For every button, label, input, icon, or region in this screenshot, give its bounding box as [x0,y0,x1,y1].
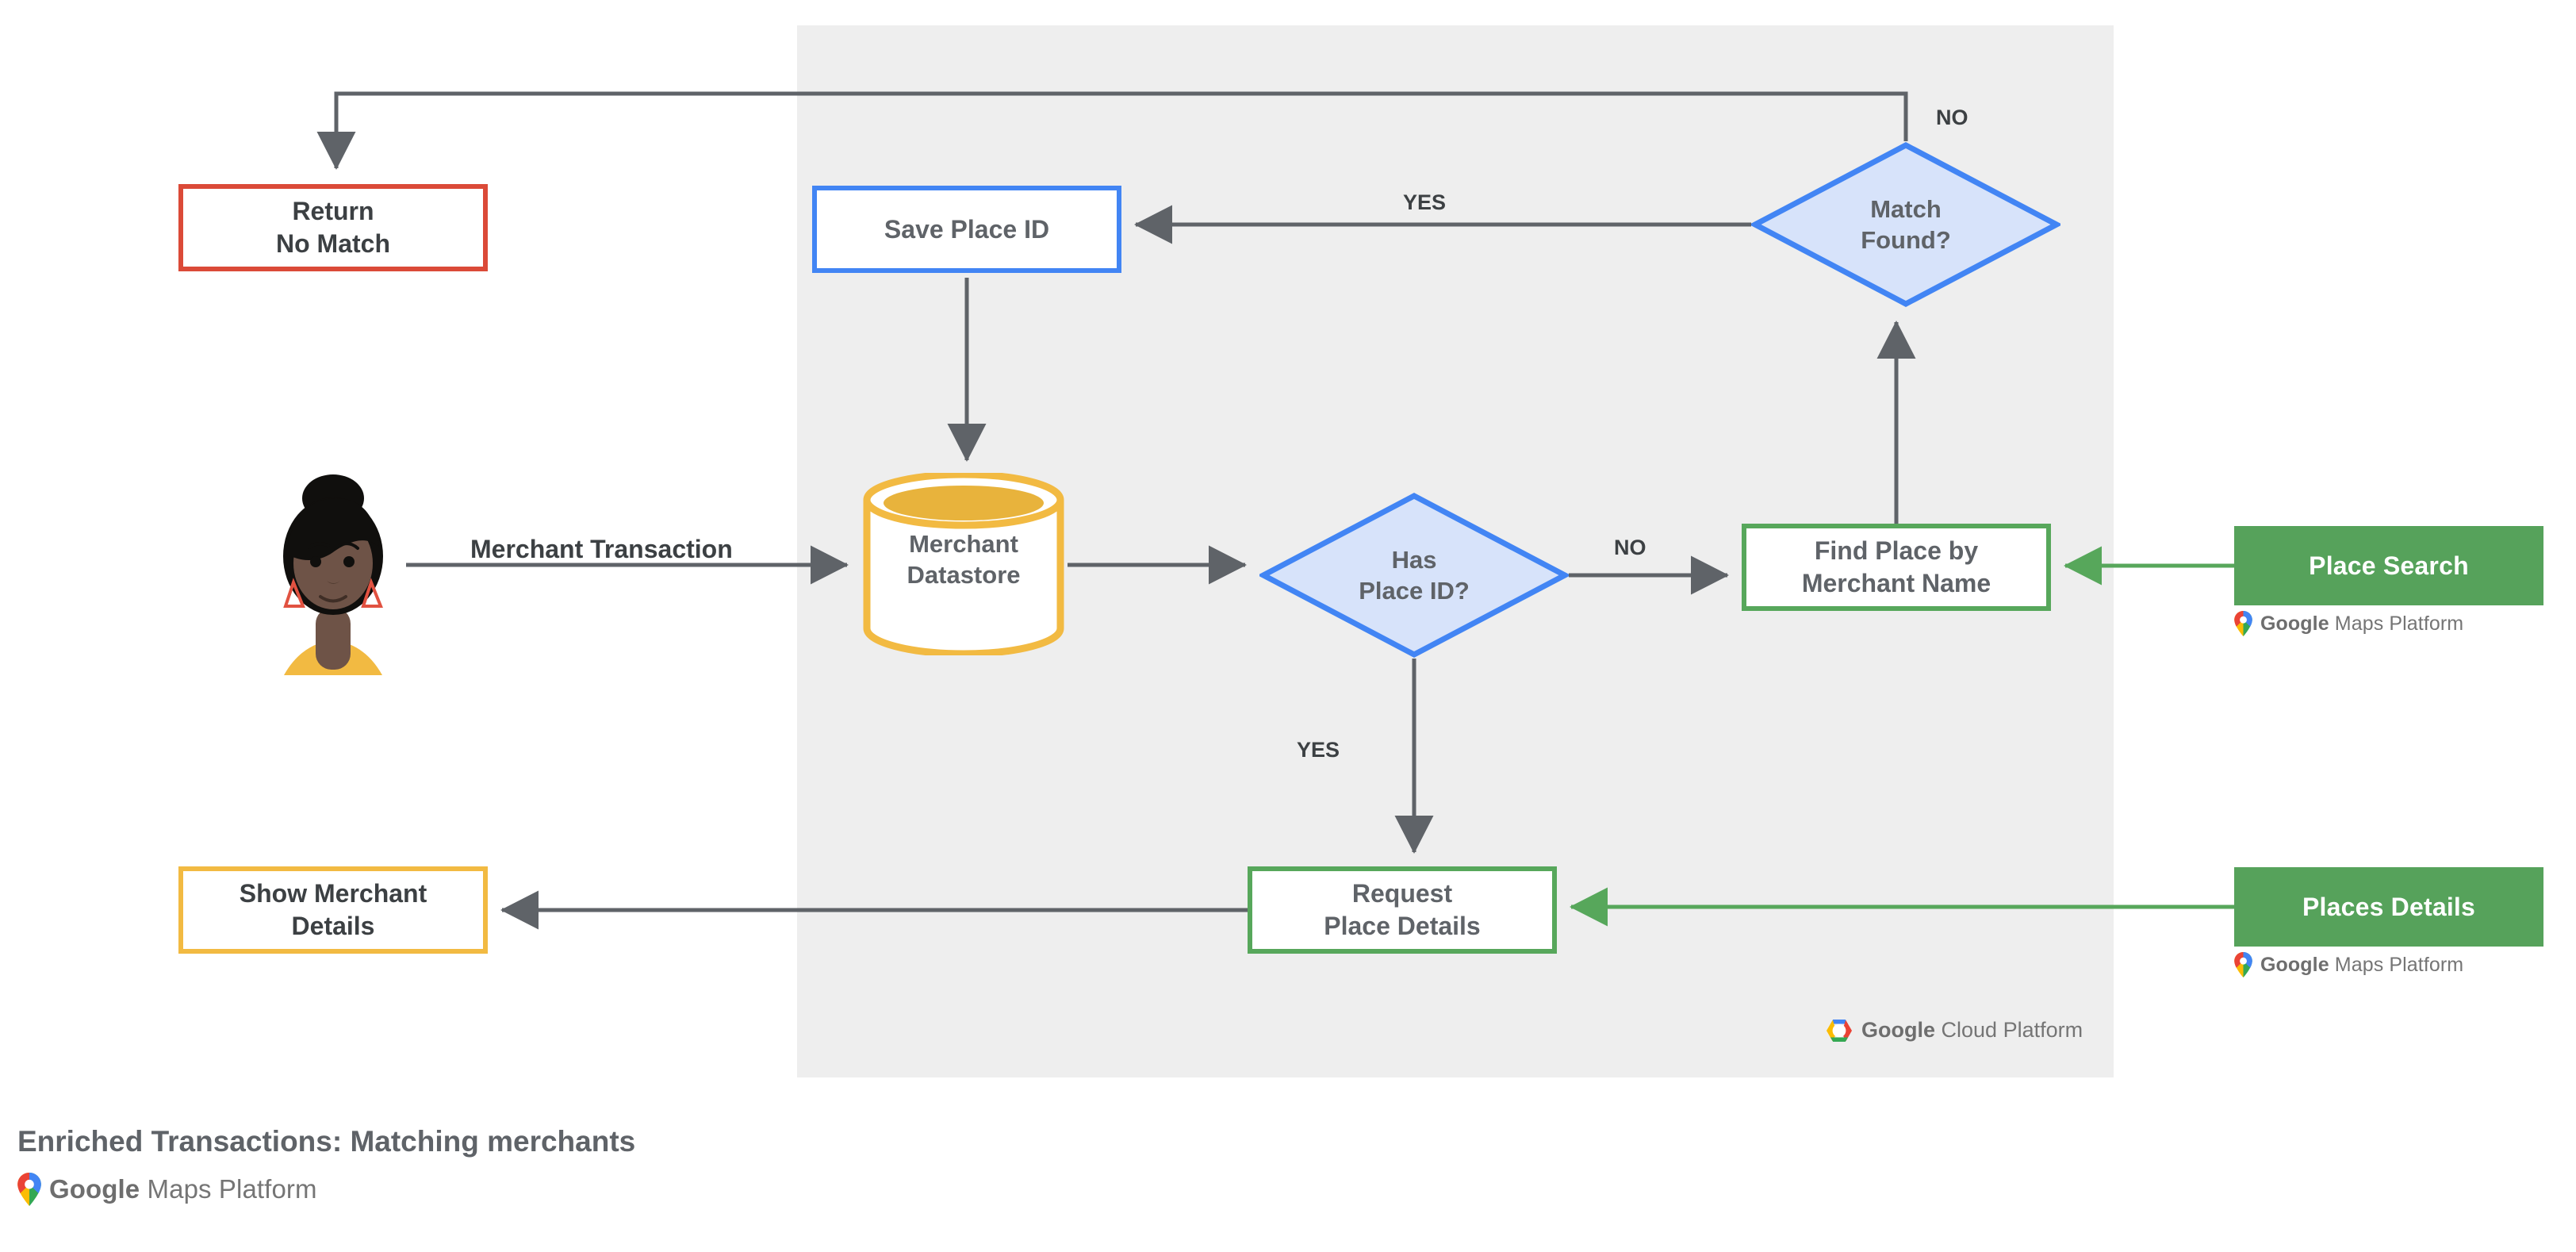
page-title: Enriched Transactions: Matching merchant… [17,1125,636,1158]
avatar-illustration [283,474,383,675]
node-return-no-match[interactable]: Return No Match [178,184,488,271]
diamond-shape [1749,142,2063,307]
lockup-text: Google Maps Platform [2260,954,2463,977]
lockup-product: Cloud Platform [1941,1018,2083,1042]
lockup-text: Google Maps Platform [2260,613,2463,636]
node-has-place-id[interactable]: Has Place ID? [1257,492,1571,659]
lockup-product: Maps Platform [2334,612,2464,635]
google-maps-platform-lockup: Google Maps Platform [17,1173,635,1206]
edge-label-has-place-id-no: NO [1614,536,1646,559]
api-card-place-search-label: Place Search [2234,526,2543,605]
diamond-shape [1257,493,1571,658]
node-merchant-datastore-label: Merchant Datastore [907,530,1021,590]
api-card-place-search[interactable]: Place Search Google Maps Platform [2234,526,2543,636]
google-cloud-hexagon-icon [1827,1019,1852,1042]
lockup-brand: Google [49,1174,140,1204]
node-find-place-by-merchant-name[interactable]: Find Place by Merchant Name [1742,524,2051,611]
lockup-brand: Google [2260,612,2329,635]
edge-label-has-place-id-yes: YES [1297,738,1340,762]
node-request-place-details[interactable]: Request Place Details [1248,866,1557,954]
google-maps-platform-lockup: Google Maps Platform [2234,611,2543,636]
lockup-text: Google Maps Platform [49,1174,317,1204]
google-cloud-platform-lockup: Google Cloud Platform [1826,1018,2083,1043]
google-maps-platform-lockup: Google Maps Platform [2234,952,2543,977]
node-save-place-id[interactable]: Save Place ID [812,186,1121,273]
google-maps-pin-icon [2234,952,2252,977]
edge-label-match-found-yes: YES [1403,190,1447,214]
node-has-place-id-label: Has Place ID? [1359,545,1470,605]
google-maps-pin-icon [2234,611,2252,636]
node-match-found-label: Match Found? [1861,194,1951,254]
edge-label-match-found-no: NO [1936,106,1968,129]
google-maps-pin-icon [17,1173,41,1206]
caption: Enriched Transactions: Matching merchant… [17,1125,635,1206]
lockup-product: Maps Platform [2334,953,2464,976]
lockup-text: Google Cloud Platform [1861,1018,2083,1043]
avatar [265,465,401,679]
node-merchant-datastore[interactable]: Merchant Datastore [861,470,1066,658]
api-card-places-details[interactable]: Places Details Google Maps Platform [2234,867,2543,977]
lockup-brand: Google [2260,953,2329,976]
lockup-brand: Google [1861,1018,1935,1042]
edge-label-merchant-transaction: Merchant Transaction [470,535,733,563]
node-show-merchant-details[interactable]: Show Merchant Details [178,866,488,954]
cylinder-shape [863,470,1064,658]
lockup-product: Maps Platform [147,1174,317,1204]
node-match-found[interactable]: Match Found? [1749,141,2063,308]
api-card-places-details-label: Places Details [2234,867,2543,947]
